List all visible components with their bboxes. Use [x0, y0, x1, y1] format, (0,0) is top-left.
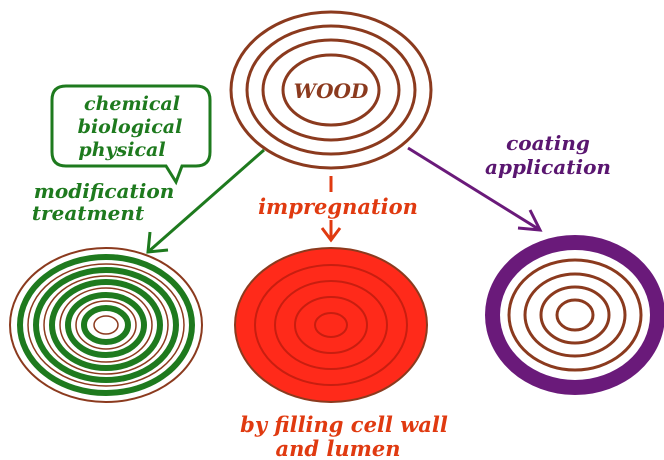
impregnation-label: impregnation — [258, 194, 418, 219]
treatment-label: treatment — [32, 201, 145, 225]
caption-line-1: by filling cell wall — [240, 412, 448, 437]
bubble-line-biological: biological — [78, 116, 183, 138]
modified-wood-cross-section — [10, 248, 202, 402]
coated-wood-cross-section — [485, 235, 664, 395]
impregnated-wood-cross-section — [235, 248, 427, 402]
wood-label: WOOD — [294, 79, 369, 103]
bubble-line-physical: physical — [78, 139, 165, 161]
caption-line-2: and lumen — [276, 436, 401, 460]
application-label: application — [485, 155, 611, 179]
treatment-types-bubble: chemical biological physical — [52, 86, 210, 182]
modification-label: modification — [34, 179, 174, 203]
coating-label: coating — [506, 131, 590, 155]
bubble-line-chemical: chemical — [84, 93, 180, 115]
